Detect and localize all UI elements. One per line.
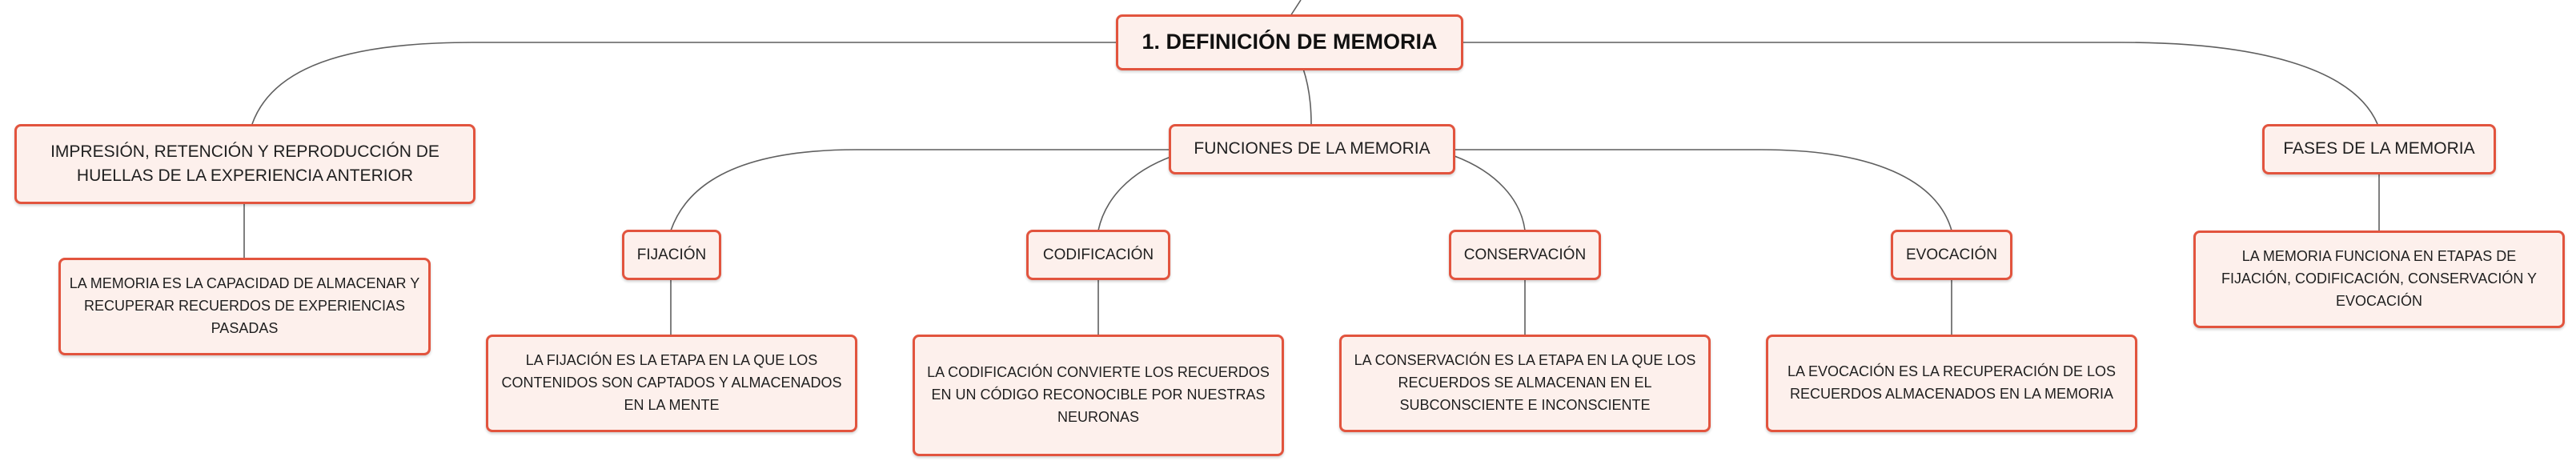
- connector-functions-to-evocacion: [1455, 149, 1952, 231]
- fijacion-node[interactable]: FIJACIÓN: [622, 230, 721, 280]
- connector-root-to-functions: [1302, 68, 1312, 125]
- connector-functions-to-codificacion: [1097, 155, 1174, 231]
- phases-node[interactable]: FASES DE LA MEMORIA: [2262, 124, 2496, 174]
- conservacion-detail-node[interactable]: LA CONSERVACIÓN ES LA ETAPA EN LA QUE LO…: [1339, 335, 1711, 432]
- definition-node[interactable]: IMPRESIÓN, RETENCIÓN Y REPRODUCCIÓN DE H…: [14, 124, 475, 204]
- root-node[interactable]: 1. DEFINICIÓN DE MEMORIA: [1116, 14, 1463, 70]
- evocacion-node[interactable]: EVOCACIÓN: [1891, 230, 2012, 280]
- evocacion-detail-node[interactable]: LA EVOCACIÓN ES LA RECUPERACIÓN DE LOS R…: [1766, 335, 2137, 432]
- codificacion-node[interactable]: CODIFICACIÓN: [1026, 230, 1170, 280]
- codificacion-detail-node[interactable]: LA CODIFICACIÓN CONVIERTE LOS RECUERDOS …: [913, 335, 1284, 456]
- functions-node[interactable]: FUNCIONES DE LA MEMORIA: [1169, 124, 1455, 174]
- phases-detail-node[interactable]: LA MEMORIA FUNCIONA EN ETAPAS DE FIJACIÓ…: [2193, 230, 2565, 328]
- connector-root-parent: [1290, 0, 1302, 17]
- fijacion-detail-node[interactable]: LA FIJACIÓN ES LA ETAPA EN LA QUE LOS CO…: [486, 335, 857, 432]
- definition-detail-node[interactable]: LA MEMORIA ES LA CAPACIDAD DE ALMACENAR …: [58, 258, 431, 355]
- conservacion-node[interactable]: CONSERVACIÓN: [1449, 230, 1601, 280]
- connector-root-to-definition: [251, 42, 1119, 125]
- connector-functions-to-conservacion: [1454, 155, 1526, 231]
- connector-functions-to-fijacion: [670, 149, 1173, 231]
- connector-root-to-phases: [1463, 42, 2378, 125]
